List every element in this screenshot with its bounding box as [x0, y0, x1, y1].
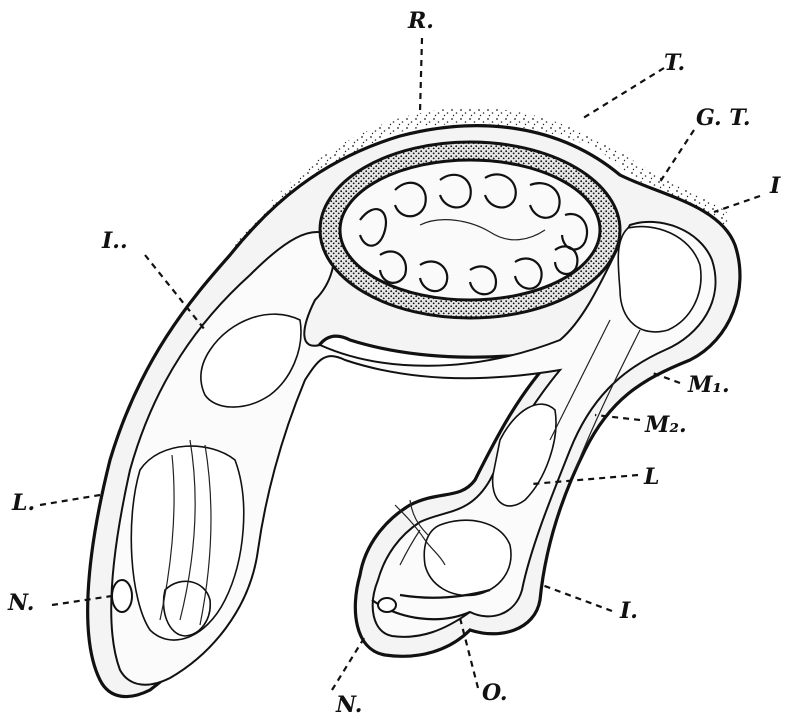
cavity-foot [424, 520, 511, 595]
label-l-left: L. [11, 490, 35, 516]
label-r: R. [407, 8, 434, 34]
label-i-bottom: I. [619, 598, 638, 624]
label-i-top-right: I [769, 173, 781, 199]
nerve-bottom [378, 598, 396, 612]
label-l-right: L [643, 464, 659, 490]
nerve-left [112, 580, 132, 612]
gut-lumen [340, 160, 600, 300]
label-n-bottom: N. [335, 692, 362, 718]
label-gt: G. T. [696, 105, 751, 131]
label-m2: M₂. [644, 412, 687, 438]
label-n-left: N. [7, 590, 34, 616]
label-t: T. [664, 50, 685, 76]
label-m1: M₁. [687, 372, 730, 398]
label-i-left: I.. [101, 228, 128, 254]
label-o: O. [482, 680, 508, 706]
